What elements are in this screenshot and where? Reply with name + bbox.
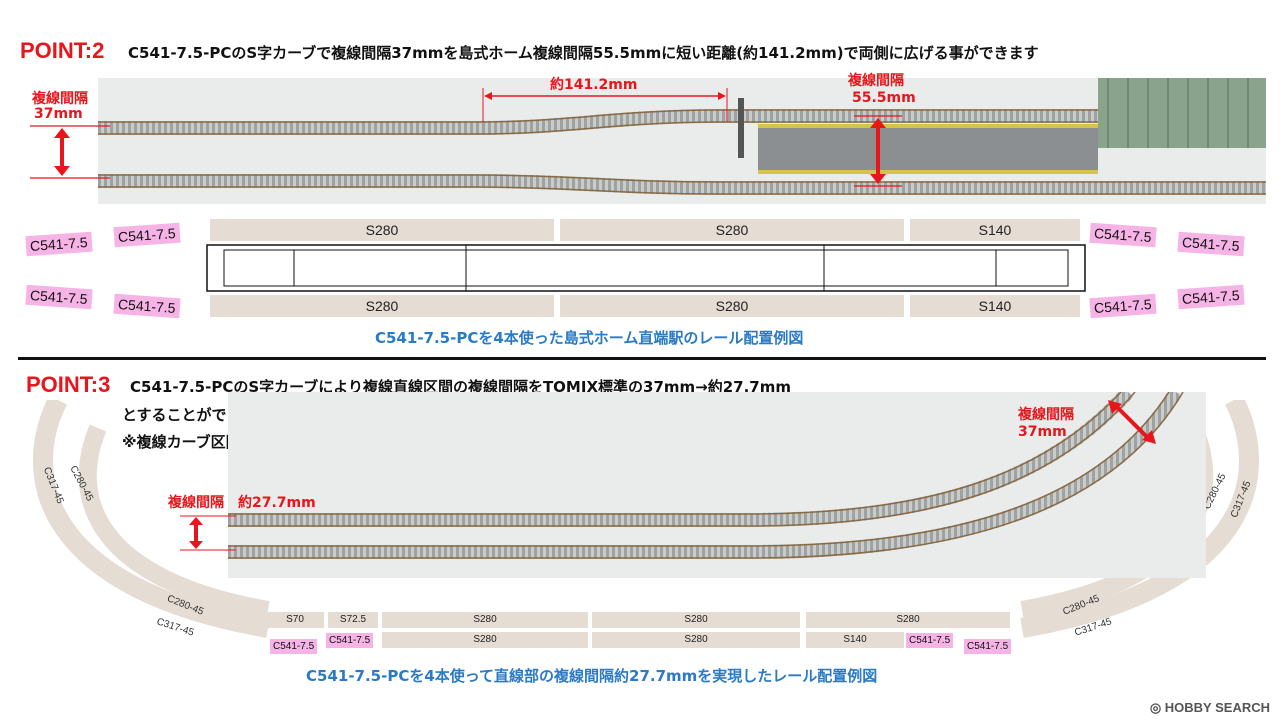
pink-c541-outer-1: C541-7.5 <box>270 639 318 654</box>
point3-line1: C541-7.5-PCのS字カーブにより複線直線区間の複線間隔をTOMIX標準の… <box>130 378 791 396</box>
pink-c541-top-4: C541-7.5 <box>1177 231 1245 257</box>
rail-s280-inner-2: S280 <box>592 612 800 628</box>
rail-s280-top-2: S280 <box>560 219 904 241</box>
point3-caption: C541-7.5-PCを4本使って直線部の複線間隔約27.7mmを実現したレール… <box>306 667 878 685</box>
gap-straight-arrow <box>180 515 236 551</box>
gap-left-label: 複線間隔 <box>32 91 88 107</box>
rail-s280-outer-2: S280 <box>592 632 800 648</box>
track-photo-station <box>98 78 1266 204</box>
rail-s280-bottom-1: S280 <box>210 295 554 317</box>
gap-straight-label: 複線間隔 約27.7mm <box>168 495 316 511</box>
left-curve-outline <box>32 400 270 638</box>
gap-curve-arrow <box>1108 400 1156 444</box>
pink-c541-top-2: C541-7.5 <box>113 222 181 248</box>
pink-c541-top-1: C541-7.5 <box>25 231 93 257</box>
track-photo-svg <box>98 78 1266 195</box>
track-photo-double <box>228 392 1206 578</box>
pink-c541-bottom-2: C541-7.5 <box>113 293 181 319</box>
gap-left-arrow <box>30 125 110 179</box>
watermark-logo-icon: ◎ <box>1149 700 1165 715</box>
rail-s70: S70 <box>266 612 324 628</box>
pink-c541-bottom-3: C541-7.5 <box>1089 293 1157 319</box>
section-divider <box>18 357 1266 360</box>
gap-left-value: 37mm <box>34 106 83 122</box>
rail-s140-bottom: S140 <box>910 295 1080 317</box>
gap-curve-value: 37mm <box>1018 424 1067 440</box>
distance-arrow <box>482 88 728 122</box>
gap-right-label: 複線間隔 <box>848 73 904 89</box>
pink-c541-top-3: C541-7.5 <box>1089 222 1157 248</box>
gap-right-value: 55.5mm <box>852 90 916 106</box>
point3-label: POINT:3 <box>26 372 111 397</box>
rail-s280-bottom-2: S280 <box>560 295 904 317</box>
point2-description: C541-7.5-PCのS字カーブで複線間隔37mmを島式ホーム複線間隔55.5… <box>128 44 1039 62</box>
rail-s280-outer-1: S280 <box>382 632 588 648</box>
pink-c541-outer-4: C541-7.5 <box>964 639 1012 654</box>
pink-c541-bottom-1: C541-7.5 <box>25 284 93 310</box>
platform-outline <box>206 244 1086 292</box>
rail-s280-top-1: S280 <box>210 219 554 241</box>
watermark-text: HOBBY SEARCH <box>1164 700 1270 715</box>
rail-s140-outer: S140 <box>806 632 904 648</box>
distance-label: 約141.2mm <box>550 77 638 93</box>
rail-s280-inner-1: S280 <box>382 612 588 628</box>
pink-c541-outer-3: C541-7.5 <box>906 633 954 648</box>
watermark: ◎ HOBBY SEARCH <box>1150 700 1270 716</box>
point2-caption: C541-7.5-PCを4本使った島式ホーム直端駅のレール配置例図 <box>375 329 804 347</box>
pink-c541-outer-2: C541-7.5 <box>326 633 374 648</box>
rail-s280-inner-3: S280 <box>806 612 1010 628</box>
rail-s140-top: S140 <box>910 219 1080 241</box>
gap-right-arrow <box>854 115 902 187</box>
rail-s72-5: S72.5 <box>328 612 378 628</box>
pink-c541-bottom-4: C541-7.5 <box>1177 284 1245 310</box>
point2-label: POINT:2 <box>20 38 105 63</box>
gap-curve-label: 複線間隔 <box>1018 407 1074 423</box>
